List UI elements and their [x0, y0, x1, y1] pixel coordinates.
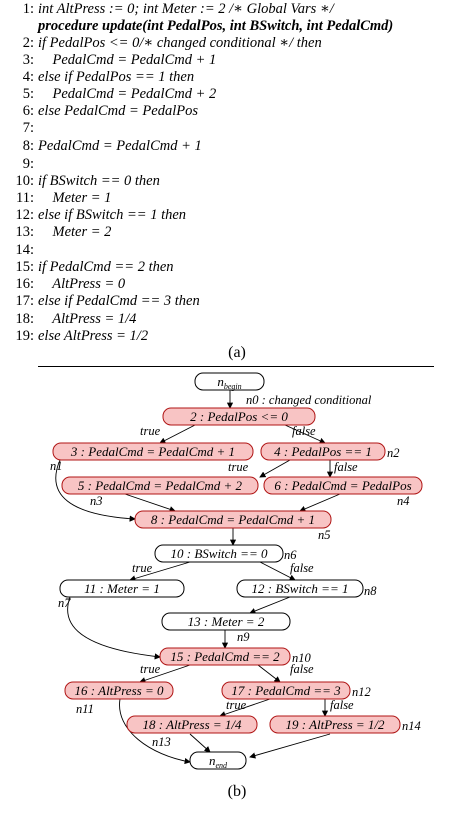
- caption-a: (a): [228, 344, 246, 361]
- node-n11: 16 : AltPress = 0: [64, 681, 174, 700]
- id-n10: n10: [292, 651, 312, 665]
- node-n12-label: 17 : PedalCmd == 3: [231, 683, 341, 698]
- id-n6: n6: [284, 548, 297, 562]
- code-line: 7:: [22, 120, 34, 136]
- id-n9: n9: [237, 630, 250, 644]
- node-n8: 12 : BSwitch == 1: [236, 579, 364, 598]
- node-n11-label: 16 : AltPress = 0: [75, 683, 164, 698]
- edge-label-false: false: [292, 424, 316, 438]
- node-n2-label: 4 : PedalPos == 1: [274, 444, 372, 459]
- code-line: 8:PedalCmd = PedalCmd + 1: [22, 138, 202, 154]
- edge-label-false: false: [290, 662, 314, 676]
- id-n2: n2: [387, 446, 400, 460]
- node-n0: 2 : PedalPos <= 0: [162, 407, 316, 426]
- edge-label-false: false: [290, 561, 314, 575]
- node-n3-label: 5 : PedalCmd = PedalCmd + 2: [78, 478, 243, 493]
- code-line: 12:else if BSwitch == 1 then: [15, 207, 187, 223]
- id-n8: n8: [364, 584, 377, 598]
- node-n7-label: 11 : Meter = 1: [84, 581, 160, 596]
- id-n7: n7: [58, 596, 71, 610]
- id-n4: n4: [397, 494, 410, 508]
- separator-line: [38, 366, 434, 367]
- node-n13: 18 : AltPress = 1/4: [126, 715, 258, 734]
- code-line: 1:int AltPress := 0; int Meter := 2 /∗ G…: [22, 1, 334, 17]
- code-line: 14:: [15, 242, 34, 258]
- code-line: 16: AltPress = 0: [15, 276, 126, 292]
- code-line: 10:if BSwitch == 0 then: [15, 173, 160, 189]
- node-n14: 19 : AltPress = 1/2: [269, 715, 401, 734]
- edges: [55, 390, 341, 765]
- node-n13-label: 18 : AltPress = 1/4: [142, 717, 242, 732]
- node-n14-label: 19 : AltPress = 1/2: [285, 717, 385, 732]
- edge-label-true: true: [132, 561, 153, 575]
- edge-label-false: false: [330, 698, 354, 712]
- node-n6: 10 : BSwitch == 0: [154, 544, 284, 563]
- node-n4: 6 : PedalCmd = PedalPos: [263, 476, 423, 495]
- node-n7: 11 : Meter = 1: [59, 579, 185, 598]
- id-n3: n3: [90, 494, 103, 508]
- node-n3: 5 : PedalCmd = PedalCmd + 2: [61, 476, 259, 495]
- node-n9-label: 13 : Meter = 2: [188, 614, 265, 629]
- id-n1: n1: [50, 459, 63, 473]
- id-n13: n13: [152, 735, 171, 749]
- node-n2: 4 : PedalPos == 1: [260, 442, 386, 461]
- code-line: 6:else PedalCmd = PedalPos: [22, 103, 198, 119]
- code-line: 9:: [22, 156, 34, 172]
- node-n6-label: 10 : BSwitch == 0: [171, 546, 268, 561]
- changed-annotation: n0 : changed conditional: [246, 393, 372, 407]
- edge-label-true: true: [228, 460, 249, 474]
- node-begin: nbegin: [194, 372, 265, 391]
- edge-label-false: false: [334, 460, 358, 474]
- code-line: 19:else AltPress = 1/2: [15, 328, 149, 344]
- control-flow-graph: nbegin n0 : changed conditional 2 : Peda…: [50, 372, 423, 800]
- code-line: 17:else if PedalCmd == 3 then: [15, 293, 200, 309]
- code-line: 11: Meter = 1: [16, 190, 112, 206]
- code-line: 2:if PedalPos <= 0/∗ changed conditional…: [22, 35, 322, 51]
- node-n10: 15 : PedalCmd == 2: [159, 647, 291, 666]
- node-n9: 13 : Meter = 2: [161, 612, 291, 631]
- edge-label-true: true: [140, 662, 161, 676]
- code-line: 13: Meter = 2: [15, 224, 112, 240]
- code-line: 4:else if PedalPos == 1 then: [22, 69, 195, 85]
- node-n1-label: 3 : PedalCmd = PedalCmd + 1: [70, 444, 235, 459]
- node-n5-label: 8 : PedalCmd = PedalCmd + 1: [151, 512, 315, 527]
- node-n1: 3 : PedalCmd = PedalCmd + 1: [52, 442, 254, 461]
- node-n8-label: 12 : BSwitch == 1: [252, 581, 349, 596]
- id-n5: n5: [318, 528, 331, 542]
- code-listing: 1:int AltPress := 0; int Meter := 2 /∗ G…: [0, 0, 474, 361]
- node-n0-label: 2 : PedalPos <= 0: [190, 409, 288, 424]
- code-line: procedure update(int PedalPos, int BSwit…: [38, 18, 394, 34]
- node-n12: 17 : PedalCmd == 3: [221, 681, 351, 700]
- edge-label-true: true: [226, 698, 247, 712]
- code-line: 18: AltPress = 1/4: [15, 311, 137, 327]
- edge-label-true: true: [140, 424, 161, 438]
- id-n12: n12: [352, 685, 371, 699]
- node-end: nend: [189, 751, 247, 770]
- id-n11: n11: [76, 702, 94, 716]
- code-line: 5: PedalCmd = PedalCmd + 2: [22, 86, 217, 102]
- node-n10-label: 15 : PedalCmd == 2: [170, 649, 280, 664]
- id-n14: n14: [402, 719, 421, 733]
- caption-b: (b): [228, 783, 247, 800]
- code-line: 3: PedalCmd = PedalCmd + 1: [22, 52, 217, 68]
- code-line: 15:if PedalCmd == 2 then: [15, 259, 174, 275]
- node-n5: 8 : PedalCmd = PedalCmd + 1: [134, 510, 332, 529]
- node-n4-label: 6 : PedalCmd = PedalPos: [274, 478, 411, 493]
